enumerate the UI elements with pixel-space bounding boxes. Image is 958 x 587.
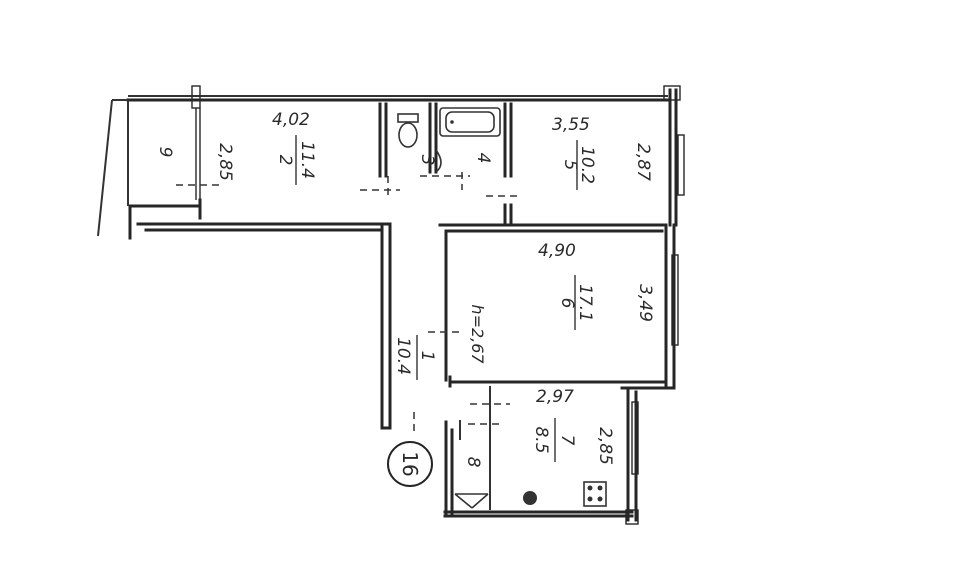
room7-area-label: 8.5 <box>531 426 551 453</box>
room-number-9: 9 <box>155 147 175 158</box>
room-number-6: 6 <box>557 298 577 309</box>
stove-icon <box>583 481 607 507</box>
ceiling-height-label: h=2,67 <box>468 304 487 364</box>
fixtures <box>397 107 607 509</box>
room2-width-label: 2,85 <box>215 143 235 181</box>
unit-number-badge: 16 <box>387 441 433 487</box>
room7-length-label: 2,97 <box>536 387 574 407</box>
room-number-7: 7 <box>557 435 577 446</box>
room6-width-label: 3,49 <box>635 284 655 322</box>
room-number-5: 5 <box>560 160 580 171</box>
sink-icon <box>435 149 442 173</box>
unit-number-label: 16 <box>398 451 422 476</box>
room-number-3: 3 <box>417 155 437 166</box>
bathtub-icon <box>439 107 501 137</box>
kitchen-sink-icon <box>523 491 537 505</box>
walls <box>97 88 678 522</box>
room7-width-label: 2,85 <box>595 427 615 465</box>
room1-area-label: 10.4 <box>393 337 413 375</box>
labels: 9 4,02 2,85 2 11.4 3 4 3,55 5 10.2 2,87 … <box>155 110 655 487</box>
room-number-4: 4 <box>473 153 493 164</box>
room6-length-label: 4,90 <box>538 241 576 261</box>
toilet-icon <box>397 113 419 148</box>
room-number-8: 8 <box>463 457 483 468</box>
room2-length-label: 4,02 <box>272 110 310 130</box>
room5-length-label: 3,55 <box>552 115 590 135</box>
closet-icon <box>454 493 489 509</box>
room-number-1: 1 <box>417 351 437 362</box>
room5-width-label: 2,87 <box>633 143 653 181</box>
room-number-2: 2 <box>275 155 295 166</box>
room2-area-label: 11.4 <box>297 141 317 179</box>
room5-area-label: 10.2 <box>577 146 597 184</box>
door-openings <box>176 172 520 436</box>
room6-area-label: 17.1 <box>575 284 595 322</box>
